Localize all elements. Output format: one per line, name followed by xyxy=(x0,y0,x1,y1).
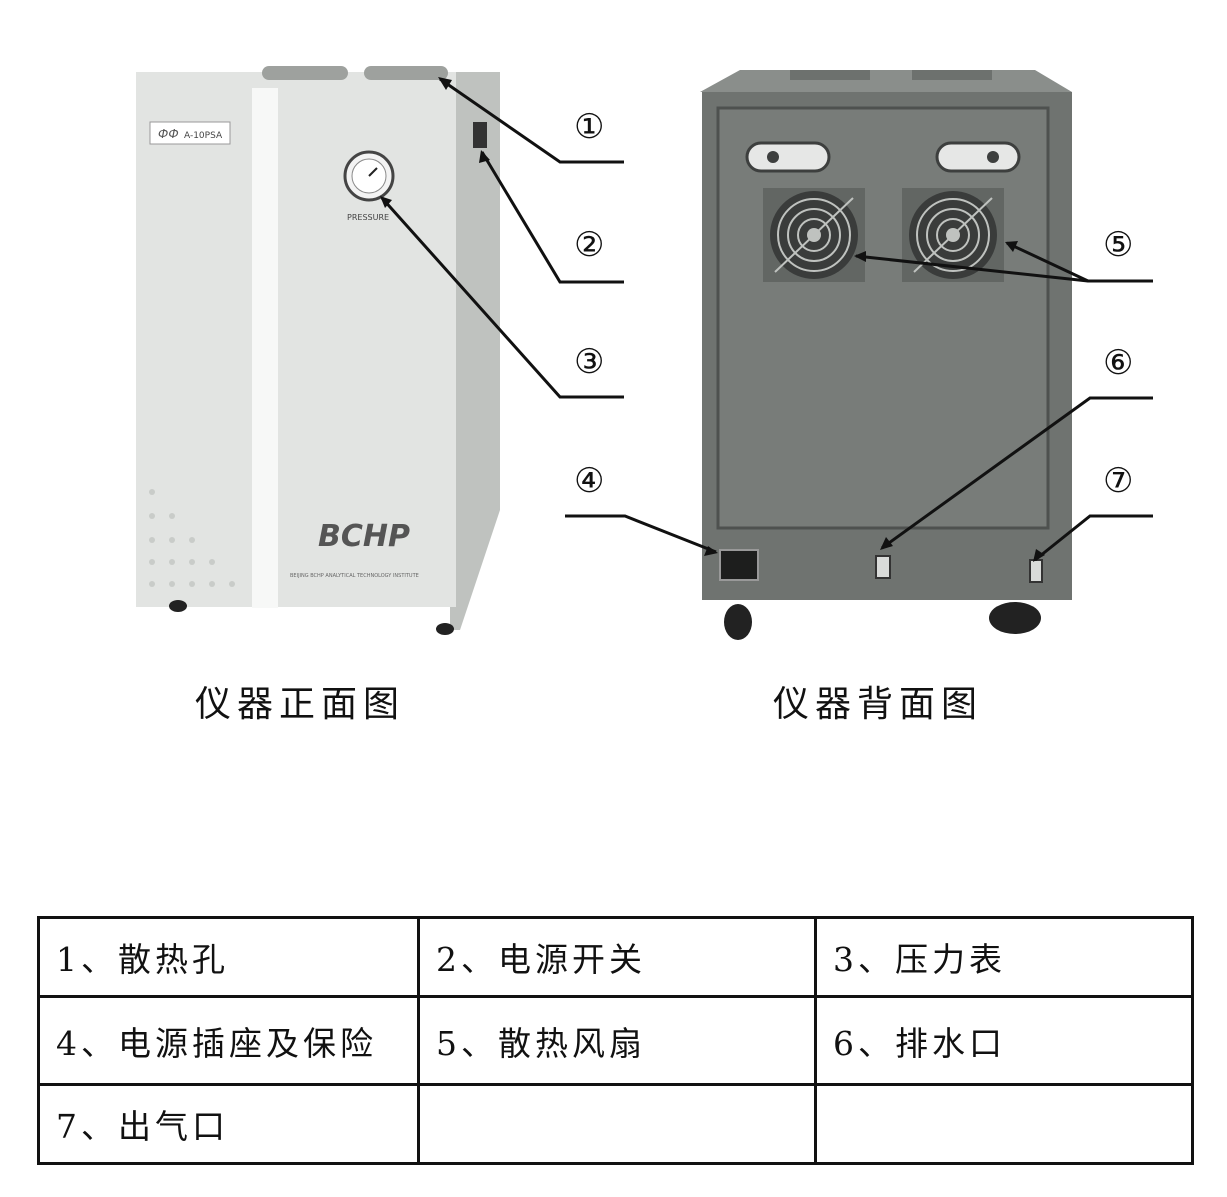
callout-2: ② xyxy=(574,225,605,265)
power-socket xyxy=(719,549,759,581)
legend-cell: 1、散热孔 xyxy=(37,916,420,998)
leader-arrowheads xyxy=(380,77,1045,562)
back-top xyxy=(700,70,1072,92)
model-label: A-10PSA xyxy=(184,131,223,141)
wheel xyxy=(169,600,187,612)
legend-cell xyxy=(417,1083,817,1165)
callout-1: ① xyxy=(574,107,605,147)
power-switch xyxy=(473,122,487,148)
front-side-panel xyxy=(450,72,500,630)
back-view-caption: 仪器背面图 xyxy=(773,684,984,725)
handle-left xyxy=(745,141,831,173)
back-view xyxy=(700,70,1072,640)
product-figure: ФФ A-10PSA PRESSURE BCHP BEIJING BCHP AN… xyxy=(136,66,1153,640)
fan-icon xyxy=(902,188,1004,282)
gauge-needle xyxy=(368,167,378,177)
wheel xyxy=(989,602,1041,634)
legend-cell: 7、出气口 xyxy=(37,1083,420,1165)
callout-3: ③ xyxy=(574,342,605,382)
callout-4: ④ xyxy=(574,461,605,501)
fan-icon xyxy=(763,188,865,282)
wheel xyxy=(724,604,752,640)
table-row: 7、出气口 xyxy=(37,1083,1194,1165)
drain-port xyxy=(875,555,891,579)
wheel xyxy=(436,623,454,635)
top-vent-hole xyxy=(790,70,870,80)
front-view-caption: 仪器正面图 xyxy=(195,684,406,725)
front-view: ФФ A-10PSA PRESSURE BCHP BEIJING BCHP AN… xyxy=(136,66,500,635)
logo-icon: ФФ xyxy=(158,127,179,141)
callout-5: ⑤ xyxy=(1103,225,1134,265)
top-vent-hole xyxy=(364,66,448,80)
legend-cell xyxy=(814,1083,1194,1165)
back-panel xyxy=(716,106,1050,530)
parts-legend-table: 1、散热孔 2、电源开关 3、压力表 4、电源插座及保险 5、散热风扇 6、排水… xyxy=(37,916,1194,1165)
legend-cell: 5、散热风扇 xyxy=(417,995,817,1086)
gas-outlet xyxy=(1029,559,1043,583)
table-row: 1、散热孔 2、电源开关 3、压力表 xyxy=(37,916,1194,998)
front-stripe xyxy=(252,88,278,608)
gauge-label: PRESSURE xyxy=(347,213,389,222)
callout-6: ⑥ xyxy=(1103,343,1134,383)
front-body xyxy=(136,72,456,607)
institute-text: BEIJING BCHP ANALYTICAL TECHNOLOGY INSTI… xyxy=(290,573,419,579)
leader-lines xyxy=(380,77,1153,562)
top-vent-hole xyxy=(262,66,348,80)
legend-cell: 4、电源插座及保险 xyxy=(37,995,420,1086)
legend-cell: 6、排水口 xyxy=(814,995,1194,1086)
model-plate xyxy=(149,121,231,145)
legend-cell: 3、压力表 xyxy=(814,916,1194,998)
front-perforations xyxy=(149,489,235,587)
legend-cell: 2、电源开关 xyxy=(417,916,817,998)
top-vent-hole xyxy=(912,70,992,80)
brand-logo: BCHP xyxy=(318,519,410,554)
handle-right xyxy=(935,141,1021,173)
callout-7: ⑦ xyxy=(1103,461,1134,501)
table-row: 4、电源插座及保险 5、散热风扇 6、排水口 xyxy=(37,995,1194,1086)
